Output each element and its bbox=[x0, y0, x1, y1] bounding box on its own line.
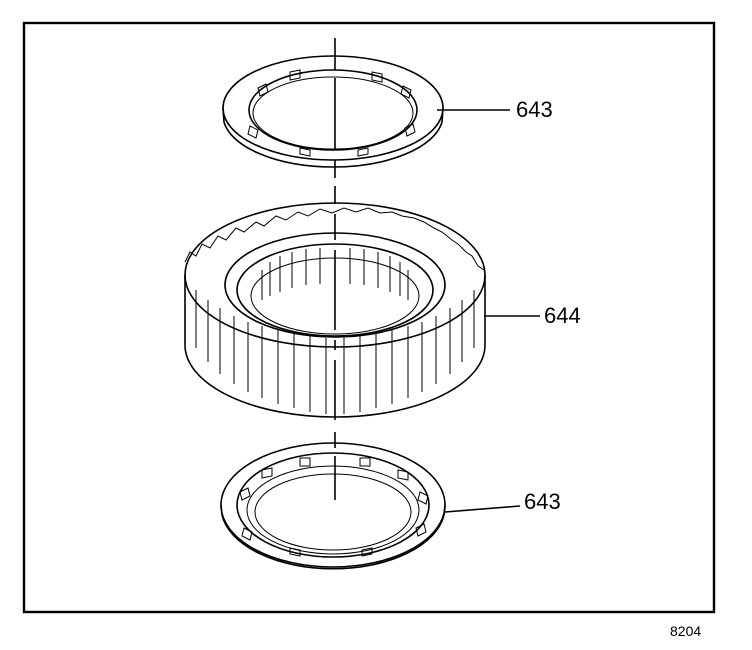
figure-number: 8204 bbox=[670, 623, 701, 639]
callout-sprag-assembly: 644 bbox=[544, 303, 581, 328]
upper-bearing-washer bbox=[222, 55, 444, 168]
leader-line-lower bbox=[444, 505, 521, 513]
callout-lower-bearing: 643 bbox=[524, 489, 561, 514]
callout-upper-bearing: 643 bbox=[516, 97, 553, 122]
lower-bearing-washer bbox=[220, 442, 446, 570]
diagram-frame bbox=[22, 21, 716, 614]
